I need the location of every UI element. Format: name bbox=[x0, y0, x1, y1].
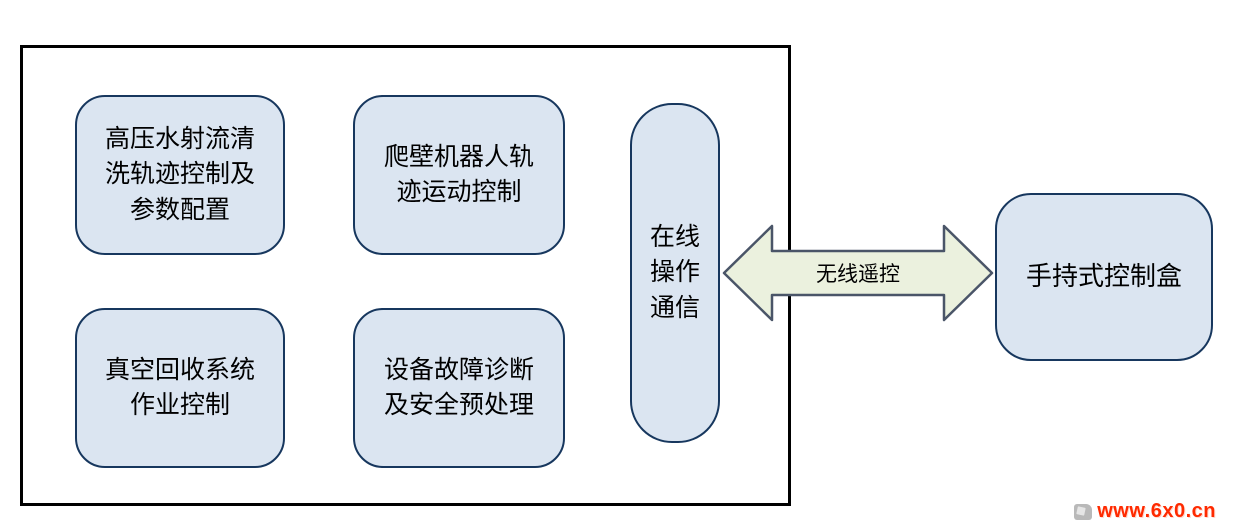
double-arrow-icon bbox=[722, 224, 994, 322]
wireless-remote-label: 无线遥控 bbox=[816, 262, 900, 286]
watermark-logo-icon bbox=[1074, 503, 1093, 520]
module-box-fault-diagnosis: 设备故障诊断 及安全预处理 bbox=[353, 308, 565, 468]
module-label: 手持式控制盒 bbox=[1025, 261, 1182, 291]
module-box-waterjet-control: 高压水射流清 洗轨迹控制及 参数配置 bbox=[75, 95, 285, 255]
watermark-url-text: www.6x0.cn bbox=[1097, 500, 1216, 522]
module-box-handheld-controller: 手持式控制盒 bbox=[995, 193, 1213, 361]
module-label: 设备故障诊断 及安全预处理 bbox=[383, 356, 534, 420]
wireless-link-arrow: 无线遥控 bbox=[722, 212, 994, 334]
module-label: 在线 操作 通信 bbox=[649, 223, 700, 322]
module-box-vacuum-recovery: 真空回收系统 作业控制 bbox=[75, 308, 285, 468]
module-label: 爬壁机器人轨 迹运动控制 bbox=[383, 143, 534, 207]
module-label: 高压水射流清 洗轨迹控制及 参数配置 bbox=[104, 125, 255, 224]
module-label: 真空回收系统 作业控制 bbox=[104, 356, 255, 420]
watermark: www.6x0.cn bbox=[1074, 500, 1216, 523]
module-box-online-communication: 在线 操作 通信 bbox=[630, 103, 720, 443]
module-box-robot-trajectory: 爬壁机器人轨 迹运动控制 bbox=[353, 95, 565, 255]
